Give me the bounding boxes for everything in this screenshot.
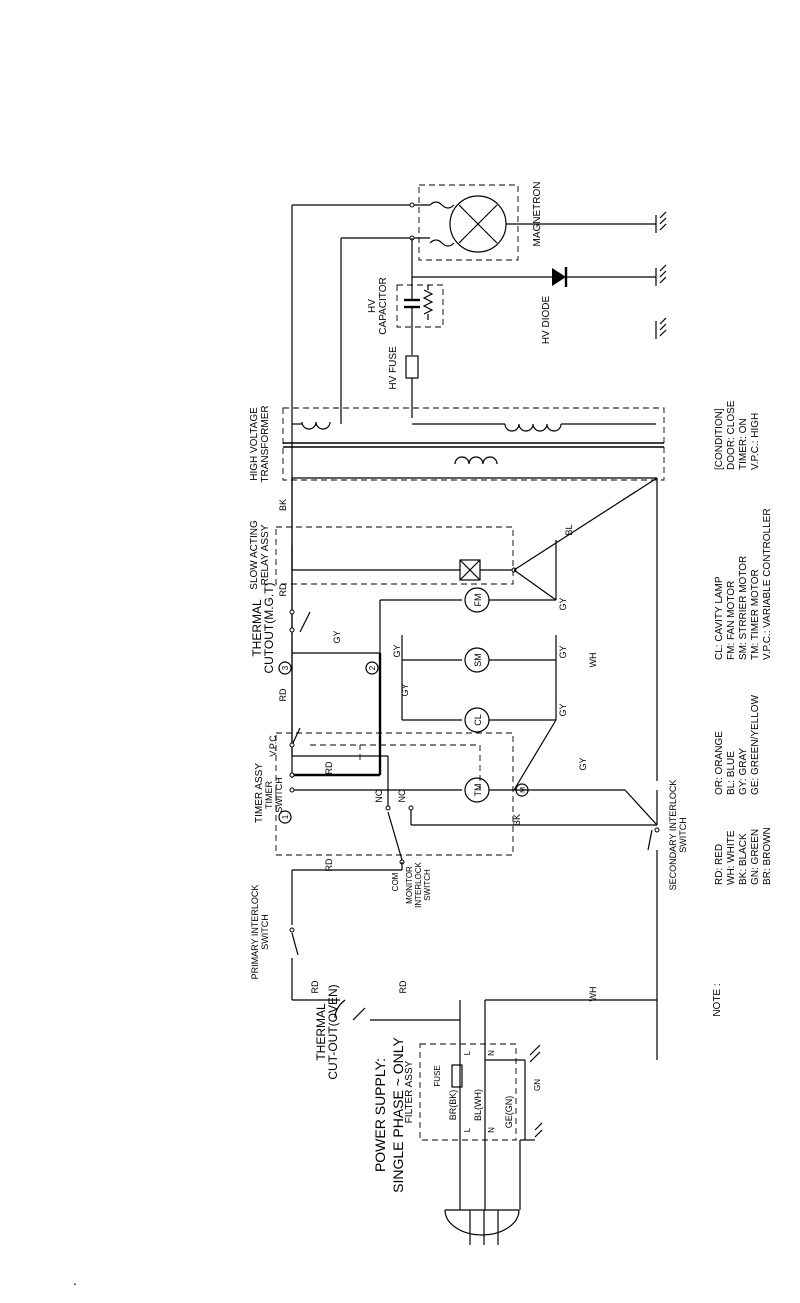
svg-text:GY: GY [392,644,402,657]
svg-text:BR(BK): BR(BK) [448,1090,458,1121]
svg-text:WH: WH [588,653,598,668]
slow-relay: SLOW ACTINGRELAY ASSY [249,477,658,601]
svg-text:GN: GN [533,1079,542,1091]
hv-fuse: HV FUSE [388,346,419,418]
fan-motor: FM [379,540,557,653]
svg-text:TM: TM [473,784,483,797]
svg-text:OR: ORANGE BL: BLUE: OR: ORANGE BL: BLUE GY: GRAY GE: GREEN/Y… [714,694,761,795]
svg-text:RD: RD [324,858,334,871]
svg-text:CL: CL [473,714,483,726]
svg-text:HV DIODE: HV DIODE [541,296,552,345]
svg-text:RD: RD [324,761,334,774]
svg-text:SM: SM [473,653,483,667]
svg-text:BL(WH): BL(WH) [473,1089,483,1121]
svg-text:THERMALCUTOUT(M.G.T): THERMALCUTOUT(M.G.T) [250,582,276,673]
svg-text:RD: RD [398,980,408,993]
svg-text:MONITORINTERLOCKSWITCH: MONITORINTERLOCKSWITCH [405,861,432,907]
svg-text:GY: GY [400,683,410,696]
svg-text:FM: FM [473,594,483,607]
legend: NOTE : RD: RED WH: WHITE BK: BLACK GN: G… [712,398,773,1016]
terminals: 3 2 1 M [278,661,529,824]
svg-text:GY: GY [578,757,588,770]
svg-text:GY: GY [558,597,568,610]
svg-text:GY: GY [558,645,568,658]
svg-text:RD: RD [310,980,320,993]
hv-transformer: HIGH VOLTAGETRANSFORMER [249,238,665,483]
svg-text:RD: RED WH: WHITE: RD: RED WH: WHITE BK: BLACK GN: GREEN BR… [714,826,773,885]
ground-icon [655,211,667,339]
svg-text:COM: COM [391,872,400,891]
svg-text:BK: BK [278,499,288,511]
svg-text:TIMER ASSY: TIMER ASSY [254,763,265,823]
wire-labels: BK BL RD RD RD RD RD RD GY GY GY GY GY G… [278,499,598,1128]
power-supply-label: POWER SUPPLY:SINGLE PHASE ~ ONLY [372,1036,406,1192]
svg-text:3: 3 [281,665,290,670]
hv-diode: HV DIODE [412,267,656,344]
svg-text:NOTE :: NOTE : [712,983,723,1016]
svg-text:SLOW ACTINGRELAY ASSY: SLOW ACTINGRELAY ASSY [249,520,271,590]
svg-text:FILTER ASSY: FILTER ASSY [404,1060,415,1123]
svg-text:BL: BL [564,524,574,535]
svg-text:L: L [463,1127,472,1132]
timer-motor: TM [275,719,658,856]
magnetron-label: MAGNETRON [532,182,543,247]
svg-text:CL: CAVITY LAMP FM: FAN: CL: CAVITY LAMP FM: FAN MOTOR SM: STRRIE… [714,508,773,660]
svg-text:HV FUSE: HV FUSE [388,346,399,390]
svg-text:1: 1 [281,814,290,819]
svg-text:V.P.C: V.P.C [268,735,278,757]
svg-text:SECONDARY INTERLOCKSWITCH: SECONDARY INTERLOCKSWITCH [668,780,688,891]
primary-interlock: PRIMARY INTERLOCKSWITCH [250,885,299,1000]
cavity-lamp: CL [401,690,557,733]
svg-text:[CONDITION] DOOR: CLOSE: [CONDITION] DOOR: CLOSE TIMER: ON V.P.C.… [714,398,761,470]
svg-text:N: N [487,1050,496,1056]
timer-assy: TIMER ASSY TIMERSWITCH V.P.C [254,652,481,823]
svg-text:GY: GY [332,630,342,643]
svg-text:BK: BK [512,814,522,826]
magnetron: MAGNETRON [292,182,656,261]
stirrer-motor: SM [401,635,557,690]
svg-text:PRIMARY INTERLOCKSWITCH: PRIMARY INTERLOCKSWITCH [250,885,270,980]
svg-text:HVCAPACITOR: HVCAPACITOR [367,277,389,334]
svg-text:GY: GY [558,703,568,716]
hv-capacitor: HVCAPACITOR [367,238,444,355]
svg-text:RD: RD [278,688,288,701]
svg-text:POWER SUPPLY:SINGLE PHASE ~ ON: POWER SUPPLY:SINGLE PHASE ~ ONLY [372,1036,406,1192]
svg-text:2: 2 [368,665,377,670]
monitor-interlock: NO NC COM MONITORINTERLOCKSWITCH [291,789,432,908]
svg-text:L: L [463,1050,472,1055]
svg-text:RD: RD [278,583,288,596]
svg-text:THERMALCUT-OUT(OVEN): THERMALCUT-OUT(OVEN) [314,984,340,1079]
thermal-mgt: THERMALCUTOUT(M.G.T) [250,582,311,674]
svg-text:GE(GN): GE(GN) [504,1096,514,1129]
svg-text:NC: NC [397,789,407,802]
power-plug [444,1122,543,1245]
filter-assy: FILTER ASSY FUSE L L N N GN [404,999,657,1141]
thermal-oven: THERMALCUT-OUT(OVEN) [292,984,461,1140]
svg-text:WH: WH [588,987,598,1002]
svg-text:HIGH VOLTAGETRANSFORMER: HIGH VOLTAGETRANSFORMER [249,405,271,482]
svg-text:TIMERSWITCH: TIMERSWITCH [264,777,284,813]
svg-text:M: M [520,787,527,793]
svg-text:N: N [487,1127,496,1133]
bus-wires [291,205,658,826]
svg-text:NO: NO [374,789,384,803]
svg-text:FUSE: FUSE [433,1065,442,1086]
corner-mark: . [73,1272,77,1288]
secondary-interlock: SECONDARY INTERLOCKSWITCH [647,780,688,1060]
